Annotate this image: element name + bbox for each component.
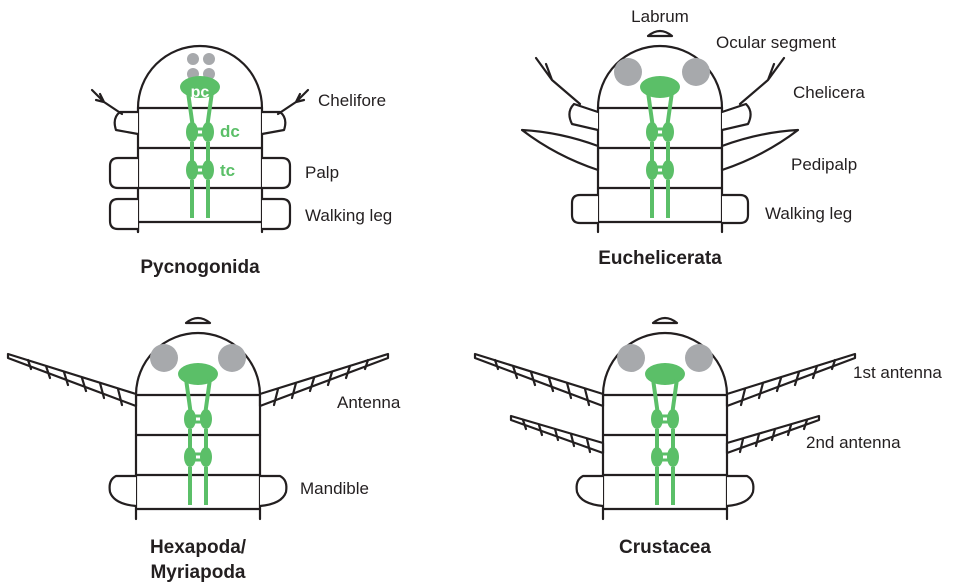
crust-antenna2-left [511,416,603,453]
hexa-labrum [186,318,210,323]
title-euchelicerata: Euchelicerata [598,248,722,269]
pycno-palp-left [110,158,138,188]
label-2nd-antenna: 2nd antenna [806,433,901,452]
euch-pedipalp-left [522,130,598,170]
panel-crustacea: 1st antenna 2nd antenna Crustacea [475,318,942,558]
pycno-palp-right [262,158,290,188]
euch-leg-left [572,195,598,223]
euch-pedipalp-right [722,130,798,170]
crust-mandible-left [577,476,603,506]
hexa-mandible-right [260,476,286,506]
ganglion-label-tc: tc [220,161,235,180]
hexa-eye-right [218,344,246,372]
crust-eye-right [685,344,713,372]
label-walking-leg-pycno: Walking leg [305,206,392,225]
panel-hexapoda: Antenna Mandible Hexapoda/ Myriapoda [8,318,401,583]
title-hexapoda-line1: Hexapoda/ [150,537,247,558]
pycno-chelifore-right [262,90,308,134]
title-crustacea: Crustacea [619,537,711,558]
label-walking-leg-euch: Walking leg [765,204,852,223]
euch-leg-right [722,195,748,223]
crust-labrum [653,318,677,323]
label-pedipalp: Pedipalp [791,155,857,174]
label-ocular-segment: Ocular segment [716,33,836,52]
panel-pycnogonida: pc dc tc Chelifore Palp Walking leg Pycn… [92,46,392,278]
hexa-mandible-left [110,476,136,506]
hexa-eye-left [150,344,178,372]
crust-mandible-right [727,476,753,506]
euch-chelicera-left [536,58,598,130]
label-labrum: Labrum [631,7,689,26]
label-chelifore: Chelifore [318,91,386,110]
title-hexapoda-line2: Myriapoda [150,562,245,583]
pycno-chelifore-left [92,90,138,134]
euch-eye-right [682,58,710,86]
label-antenna: Antenna [337,393,401,412]
ganglion-label-dc: dc [220,122,240,141]
pycno-head [138,46,262,232]
label-1st-antenna: 1st antenna [853,363,942,382]
title-pycnogonida: Pycnogonida [140,257,260,278]
crust-antenna1-right [727,354,855,406]
hexa-antenna-left [8,354,136,406]
euch-eye-left [614,58,642,86]
pycno-leg-right [262,199,290,229]
pycno-leg-left [110,199,138,229]
euch-labrum [648,31,672,36]
euch-chelicera-right [722,58,784,130]
label-palp: Palp [305,163,339,182]
label-mandible: Mandible [300,479,369,498]
ganglion-label-pc: pc [191,84,210,101]
label-chelicera: Chelicera [793,83,865,102]
crust-eye-left [617,344,645,372]
panel-euchelicerata: Labrum Ocular segment Chelicera Pedipalp… [522,7,865,269]
crust-antenna1-left [475,354,603,406]
